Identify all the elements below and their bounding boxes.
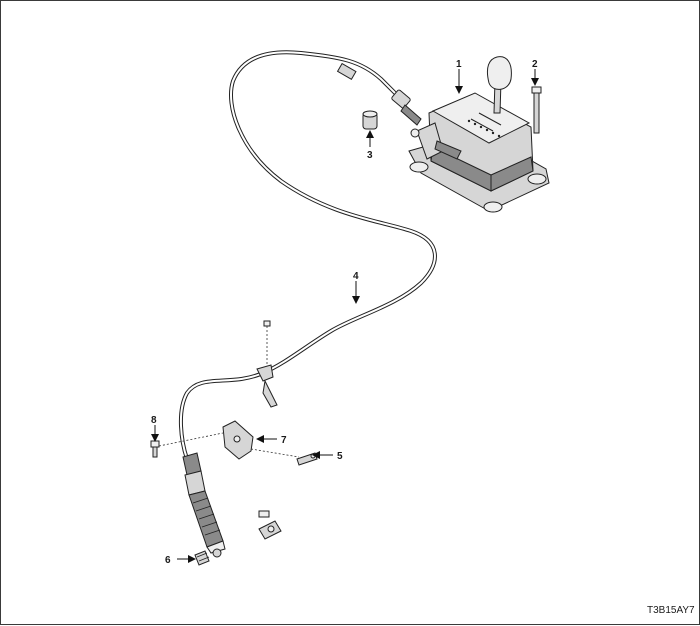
callout-leaders [151,69,539,563]
lock-clip [194,550,210,566]
callout-8: 8 [151,415,157,426]
mounting-foot [409,161,429,173]
mounting-foot [527,173,547,185]
cable-clip-bracket [256,320,278,408]
cable-upper-end-fitting [336,62,422,126]
callout-3: 3 [367,150,373,161]
callout-5: 5 [337,451,343,462]
bracket-bolt [150,440,160,458]
callout-7: 7 [281,435,287,446]
cable-bracket [158,420,300,460]
shift-lever-assembly [408,56,550,213]
callout-1: 1 [456,59,462,70]
callout-6: 6 [165,555,171,566]
callout-4: 4 [353,271,359,282]
callout-2: 2 [532,59,538,70]
figure-code: T3B15AY7 [647,605,695,616]
mounting-foot [483,201,503,213]
cable-lower-end [182,452,226,558]
cable-bushing [362,110,378,130]
shifter-mounting-bolt [531,86,542,134]
shift-cable [178,50,437,461]
lower-mounting-nut [258,510,282,540]
